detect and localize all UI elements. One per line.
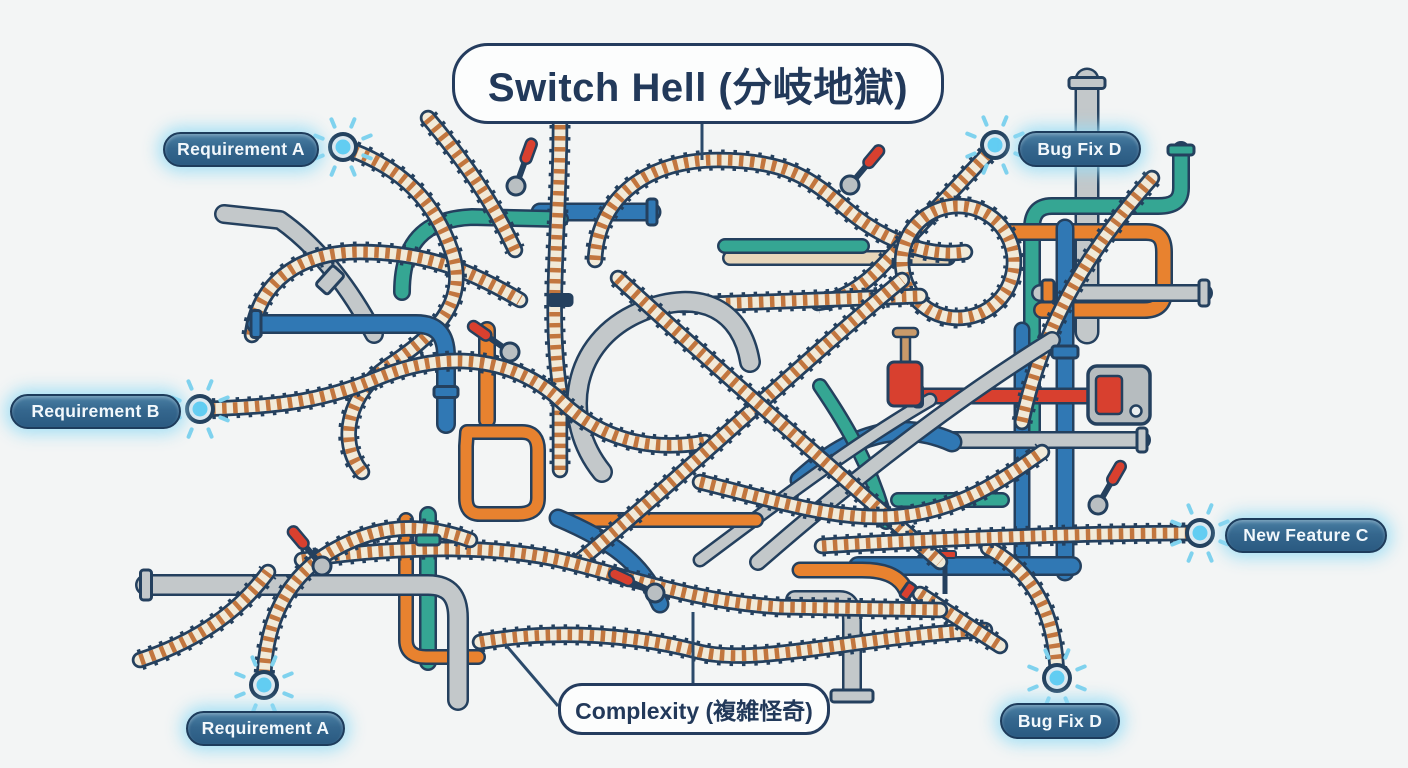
valve-lever-icon [607, 567, 666, 604]
pipe-flange [414, 533, 442, 547]
callout-new-feature-c: New Feature C [1225, 518, 1387, 553]
pipe-flange [1166, 143, 1196, 157]
page-title: Switch Hell (分岐地獄) [487, 65, 909, 110]
callout-requirement-a-top: Requirement A [163, 132, 319, 167]
callout-label: Requirement A [201, 718, 330, 738]
callout-bug-fix-d-top: Bug Fix D [1018, 131, 1141, 167]
complexity-callout: Complexity (複雑怪奇) [558, 683, 830, 735]
glow-node-icon [313, 117, 373, 177]
valve-lever-icon [505, 137, 538, 197]
valve-lever-icon [839, 144, 886, 196]
pipe-flange [249, 309, 263, 339]
glow-node-icon [1027, 648, 1087, 708]
track-layer-back [241, 109, 1161, 481]
fitting-layer [139, 76, 1211, 704]
callout-label: New Feature C [1243, 525, 1369, 545]
pipe-flange [829, 688, 875, 704]
pipe-flange [1135, 426, 1149, 454]
pipe-flange [898, 580, 918, 602]
callout-label: Bug Fix D [1017, 710, 1103, 731]
leader-line-layer [503, 118, 704, 707]
pipe-flange [1197, 278, 1211, 308]
glow-node-icon [965, 115, 1025, 175]
callout-bug-fix-d-bottom: Bug Fix D [1000, 703, 1120, 739]
gate-valve-icon [886, 360, 924, 408]
callout-label: Requirement A [177, 139, 305, 159]
callout-requirement-a-bottom: Requirement A [186, 711, 345, 746]
title-callout: Switch Hell (分岐地獄) [452, 43, 944, 124]
glow-node-icon [234, 655, 294, 715]
pipe-flange [645, 197, 659, 227]
pipe-flange [432, 385, 460, 399]
leader-line [503, 643, 560, 707]
valve-lever-icon [466, 319, 521, 363]
valve-stem [899, 334, 912, 366]
callout-requirement-b: Requirement B [10, 394, 181, 429]
valve-lever-icon [1087, 459, 1127, 516]
callout-label: Requirement B [31, 401, 160, 421]
complexity-label: Complexity (複雑怪奇) [575, 698, 813, 724]
pipe-flange [315, 264, 345, 296]
glow-node-icon [1170, 503, 1230, 563]
callout-label: Bug Fix D [1037, 138, 1122, 159]
pipe-flange [1040, 278, 1056, 304]
valve-layer [286, 137, 1127, 604]
pipe-flange [139, 568, 153, 602]
pipe-flange [1067, 76, 1107, 90]
valve-lever-icon [286, 525, 333, 577]
track-layer-front [131, 269, 1209, 694]
pipe-flange [546, 293, 574, 307]
pipe-flange [1050, 344, 1080, 360]
